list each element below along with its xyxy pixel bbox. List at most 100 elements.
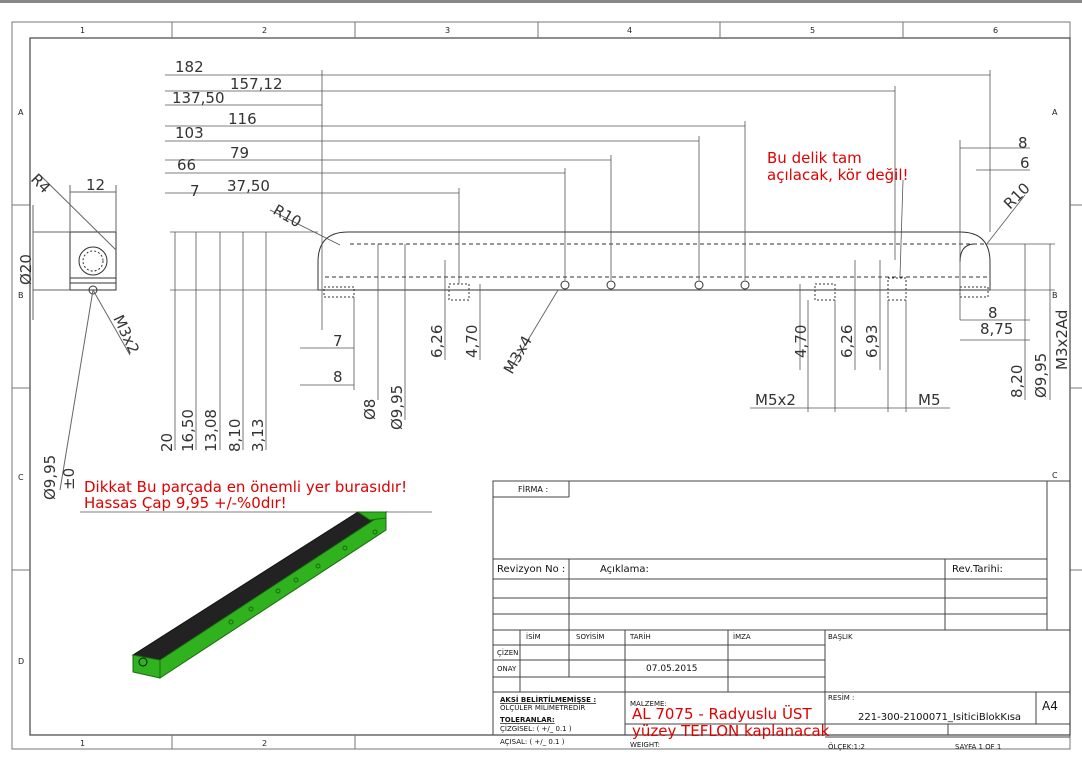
dim-313: 3,13: [249, 419, 267, 452]
dim-m3x4: M3x4: [500, 333, 536, 377]
dim-r10-right: R10: [1000, 179, 1034, 213]
dim-tol: ±0: [60, 468, 78, 490]
dim-8-mid: 8: [333, 368, 343, 386]
tb-toleranslar: TOLERANLAR:: [500, 716, 555, 724]
tb-drawing-no: 221-300-2100071_IsiticiBlokKısa: [858, 712, 1021, 723]
dim-1650: 16,50: [179, 409, 197, 452]
tb-onay: ONAY: [497, 665, 517, 673]
material-line2: yüzey TEFLON kaplanacak: [632, 722, 830, 740]
tb-acisal: AÇISAL: ( +/_ 0.1 ): [500, 738, 565, 746]
tb-revizyon: Revizyon No :: [497, 564, 565, 575]
row-label-c-right: C: [1052, 471, 1058, 480]
warn-note: Dikkat Bu parçada en önemli yer burasıdı…: [84, 478, 407, 512]
col-label-6: 6: [993, 26, 998, 35]
isometric-view: [131, 511, 388, 679]
dim-875: 8,75: [980, 320, 1013, 338]
row-label-c: C: [18, 473, 24, 482]
dim-6-top: 6: [1020, 154, 1030, 172]
hole-note: Bu delik tam açılacak, kör değil!: [767, 149, 909, 184]
tb-cizgisel: ÇİZGİSEL: ( +/_ 0.1 ): [500, 724, 572, 733]
tb-firma: FİRMA :: [518, 484, 548, 494]
dim-137: 137,50: [172, 89, 225, 107]
tb-weight: WEIGHT:: [630, 741, 660, 749]
tb-date: 07.05.2015: [646, 664, 698, 674]
col-label-2-bottom: 2: [262, 739, 267, 748]
title-block-text: FİRMA : Revizyon No : Açıklama: Rev.Tari…: [497, 484, 1058, 751]
col-label-2: 2: [262, 26, 267, 35]
length-dim-lines: [165, 70, 1055, 450]
dim-dia995-mid: Ø9,95: [388, 385, 406, 430]
row-label-b-right: B: [1052, 291, 1058, 300]
hole-note-line1: Bu delik tam: [767, 149, 862, 167]
dim-37: 37,50: [227, 177, 270, 195]
dim-dia995-left: Ø9,95: [41, 455, 59, 500]
dim-1308: 13,08: [202, 409, 220, 452]
col-label-1: 1: [80, 26, 85, 35]
tb-sayfa: SAYFA 1 OF 1: [955, 743, 1001, 751]
dim-157: 157,12: [230, 75, 283, 93]
dim-dia20: Ø20: [17, 254, 35, 285]
dim-820: 8,20: [1008, 365, 1026, 398]
side-view: [32, 174, 131, 491]
tb-tarih: TARİH: [629, 632, 651, 641]
dim-103: 103: [175, 124, 204, 142]
dim-7-top: 7: [190, 182, 200, 200]
tb-baslik: BAŞLIK: [828, 633, 853, 641]
dim-116: 116: [228, 110, 257, 128]
col-label-1-bottom: 1: [80, 739, 85, 748]
dim-7-mid: 7: [333, 332, 343, 350]
column-ticks: [12, 22, 1082, 749]
warn-note-line1: Dikkat Bu parçada en önemli yer burasıdı…: [84, 478, 407, 496]
top-bar: [0, 0, 1082, 3]
tb-isim: İSİM: [526, 632, 541, 641]
dim-8-top: 8: [1018, 134, 1028, 152]
dim-693: 6,93: [863, 325, 881, 358]
tb-malzeme: MALZEME:: [630, 700, 667, 708]
dim-810: 8,10: [226, 419, 244, 452]
col-label-5: 5: [810, 26, 815, 35]
dim-12: 12: [86, 176, 105, 194]
hole-note-line2: açılacak, kör değil!: [767, 166, 909, 184]
dim-dia995-right: Ø9,95: [1032, 353, 1050, 398]
tb-olcek: ÖLÇEK:1:2: [828, 742, 865, 751]
tb-olculer: ÖLÇÜLER MİLİMETREDİR: [500, 703, 585, 712]
dim-dia8: Ø8: [361, 399, 379, 420]
material-note: AL 7075 - Radyuslu ÜST yüzey TEFLON kapl…: [632, 704, 830, 740]
dim-r4: R4: [27, 170, 54, 197]
dim-626-right: 6,26: [838, 325, 856, 358]
tb-aciklama: Açıklama:: [600, 564, 649, 575]
row-label-b: B: [18, 291, 24, 300]
vertical-dims: 20 16,50 13,08 8,10 3,13 Ø8 Ø9,95 6,26 4…: [158, 179, 1071, 452]
column-labels: 1 2 3 4 5 6 1 2 A B C D A B C: [18, 26, 1058, 748]
tb-resim: RESİM :: [828, 693, 854, 702]
tb-imza: İMZA: [733, 632, 751, 641]
length-dims: 182 157,12 137,50 116 103 79 66 37,50 7 …: [172, 58, 1030, 409]
row-label-a-right: A: [1052, 108, 1058, 117]
dim-m5: M5: [918, 391, 941, 409]
dim-m3x2: M3x2: [109, 312, 143, 357]
row-label-d: D: [18, 657, 24, 666]
dim-20: 20: [158, 433, 176, 452]
material-line1: AL 7075 - Radyuslu ÜST: [632, 704, 812, 723]
title-block: [492, 480, 1071, 738]
dim-m5x2: M5x2: [755, 391, 796, 409]
tb-cizen: ÇİZEN: [497, 648, 518, 657]
col-label-4: 4: [627, 26, 632, 35]
dim-8-right: 8: [988, 304, 998, 322]
warn-note-line2: Hassas Çap 9,95 +/-%0dır!: [84, 494, 287, 512]
dim-79: 79: [230, 144, 249, 162]
front-view: [317, 231, 991, 301]
tb-aksi: AKSİ BELİRTİLMEMİŞSE :: [500, 695, 596, 704]
dim-626-left: 6,26: [428, 325, 446, 358]
dim-m3x2ad: M3x2Ad: [1053, 310, 1071, 370]
col-label-3: 3: [445, 26, 450, 35]
tb-size: A4: [1042, 699, 1058, 713]
tb-soyisim: SOYİSİM: [576, 632, 604, 641]
dim-470-left: 4,70: [463, 325, 481, 358]
tb-rev-tarihi: Rev.Tarihi:: [952, 564, 1003, 575]
dim-66: 66: [177, 156, 196, 174]
row-label-a: A: [18, 108, 24, 117]
dim-182: 182: [175, 58, 204, 76]
dim-r10-left: R10: [270, 201, 305, 231]
